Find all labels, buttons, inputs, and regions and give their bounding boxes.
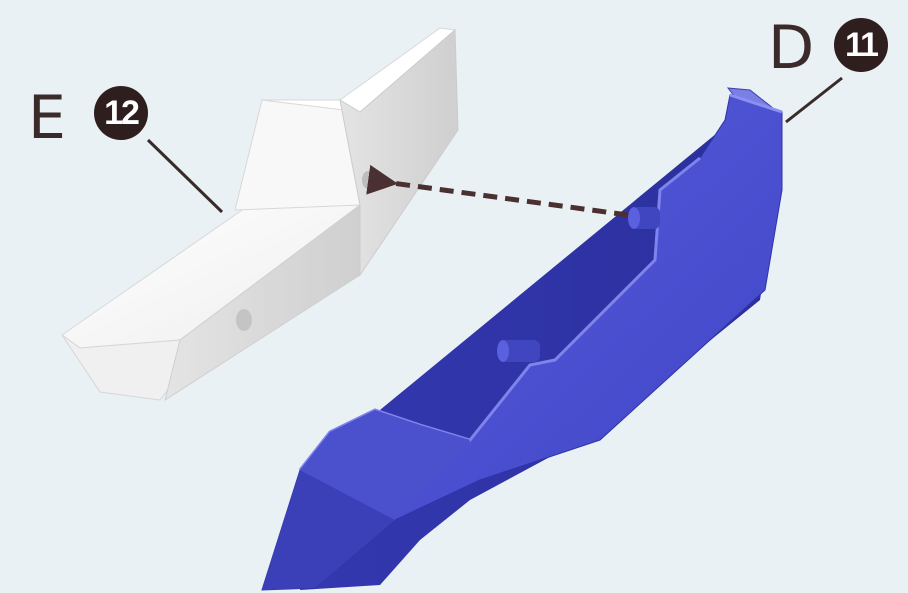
part-e-label: E [28, 88, 66, 148]
peg-upper [628, 207, 660, 229]
step-11-badge: 11 [834, 18, 888, 72]
part-e-white-piece [62, 28, 458, 400]
step-12-badge: 12 [94, 86, 148, 140]
insertion-arrow [392, 183, 628, 215]
leader-line-d [786, 78, 842, 122]
peg-lower [497, 340, 540, 362]
leader-line-e [148, 140, 222, 212]
part-d-label: D [768, 18, 814, 78]
